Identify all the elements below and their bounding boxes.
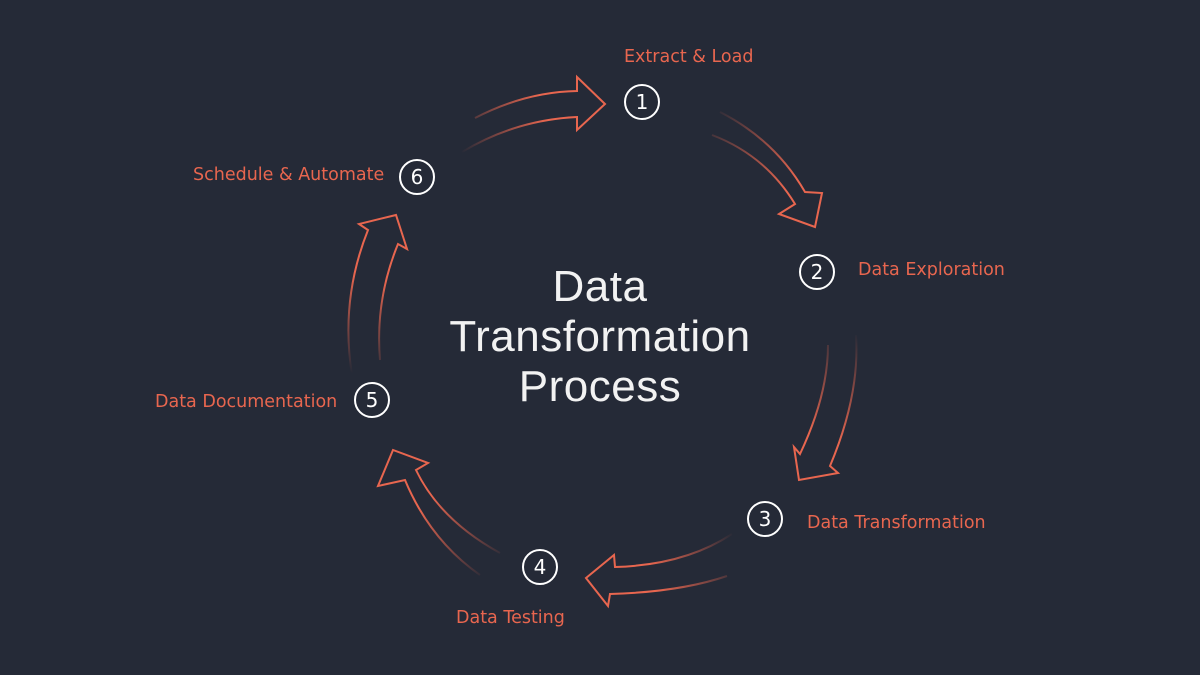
step-3-label: Data Transformation	[807, 513, 986, 533]
step-2-label: Data Exploration	[858, 260, 1005, 280]
title-line-3: Process	[518, 362, 682, 411]
arrow-2-to-3	[792, 334, 858, 482]
step-1-label: Extract & Load	[624, 47, 754, 67]
arrow-3-to-4	[584, 533, 733, 609]
arrow-6-to-1	[461, 74, 607, 153]
step-5-circle: 5	[354, 382, 390, 418]
step-6-label: Schedule & Automate	[193, 165, 385, 185]
step-2-circle: 2	[799, 254, 835, 290]
step-1-circle: 1	[624, 84, 660, 120]
step-6-circle: 6	[399, 159, 435, 195]
title-line-2: Transformation	[449, 312, 751, 361]
title-line-1: Data	[552, 262, 648, 311]
step-4-label: Data Testing	[456, 608, 565, 628]
step-5-label: Data Documentation	[155, 392, 338, 412]
arrow-1-to-2	[711, 111, 824, 229]
arrow-4-to-5	[376, 448, 501, 576]
step-3-circle: 3	[747, 501, 783, 537]
step-4-circle: 4	[522, 549, 558, 585]
arrow-5-to-6	[347, 213, 409, 376]
diagram-title: Data Transformation Process	[400, 262, 800, 412]
